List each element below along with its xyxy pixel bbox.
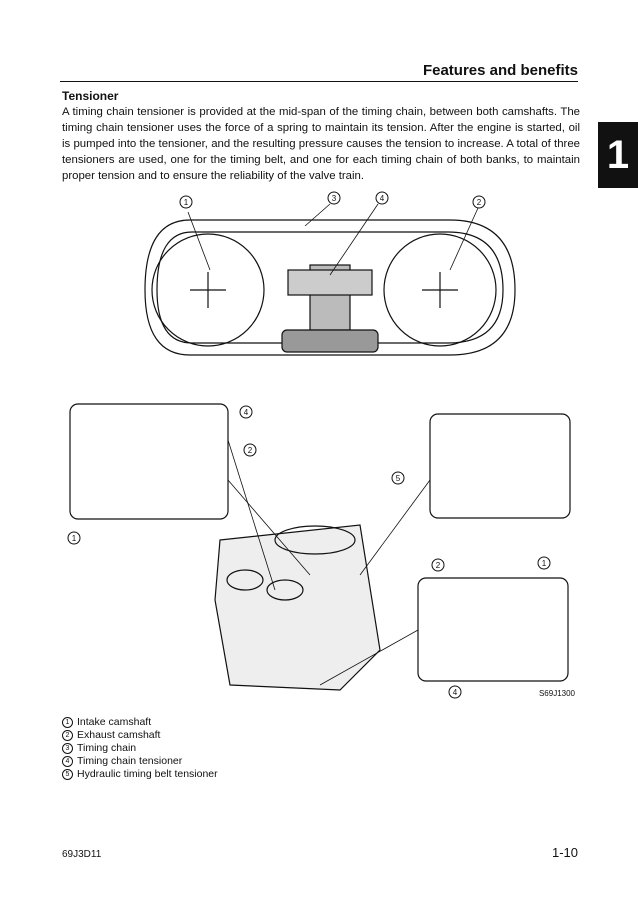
section-tab: 1 <box>598 122 638 188</box>
figure-code: S69J1300 <box>539 689 576 698</box>
callout-intake-inset-2: 1 <box>542 559 547 568</box>
legend-number: 5 <box>62 769 73 780</box>
section-heading: Tensioner <box>62 89 119 103</box>
header-rule <box>60 81 578 82</box>
timing-chain-diagram: 1 3 4 2 <box>144 191 516 356</box>
callout-belt-tensioner: 5 <box>396 474 401 483</box>
callout-intake-camshaft: 1 <box>184 198 189 207</box>
page-header-title: Features and benefits <box>422 62 578 79</box>
legend-label: Exhaust camshaft <box>77 729 161 741</box>
legend-item: 5 Hydraulic timing belt tensioner <box>62 768 218 781</box>
legend-label: Hydraulic timing belt tensioner <box>77 768 218 780</box>
legend-number: 3 <box>62 743 73 754</box>
callout-tensioner-inset: 4 <box>244 408 249 417</box>
legend-item: 2 Exhaust camshaft <box>62 729 218 742</box>
callout-intake-inset: 1 <box>72 534 77 543</box>
legend-item: 4 Timing chain tensioner <box>62 755 218 768</box>
legend-item: 3 Timing chain <box>62 742 218 755</box>
legend-number: 1 <box>62 717 73 728</box>
callout-exhaust-inset: 2 <box>248 446 253 455</box>
timing-chain-outline <box>144 219 516 356</box>
callout-exhaust-inset-2: 2 <box>436 561 441 570</box>
callout-tensioner-inset-2: 4 <box>453 688 458 697</box>
callout-chain-tensioner: 4 <box>380 194 385 203</box>
legend: 1 Intake camshaft 2 Exhaust camshaft 3 T… <box>62 716 218 781</box>
legend-number: 2 <box>62 730 73 741</box>
engine-tensioner-figure: 4 2 1 5 2 1 4 S69J1300 <box>67 403 576 699</box>
legend-item: 1 Intake camshaft <box>62 716 218 729</box>
legend-number: 4 <box>62 756 73 767</box>
callout-exhaust-camshaft: 2 <box>477 198 482 207</box>
callout-timing-chain: 3 <box>332 194 337 203</box>
footer-code: 69J3D11 <box>62 849 102 860</box>
legend-label: Timing chain <box>77 742 137 754</box>
section-body-text: A timing chain tensioner is provided at … <box>62 106 580 182</box>
legend-label: Intake camshaft <box>77 716 152 728</box>
page-number: 1-10 <box>551 845 578 860</box>
legend-label: Timing chain tensioner <box>77 755 183 767</box>
